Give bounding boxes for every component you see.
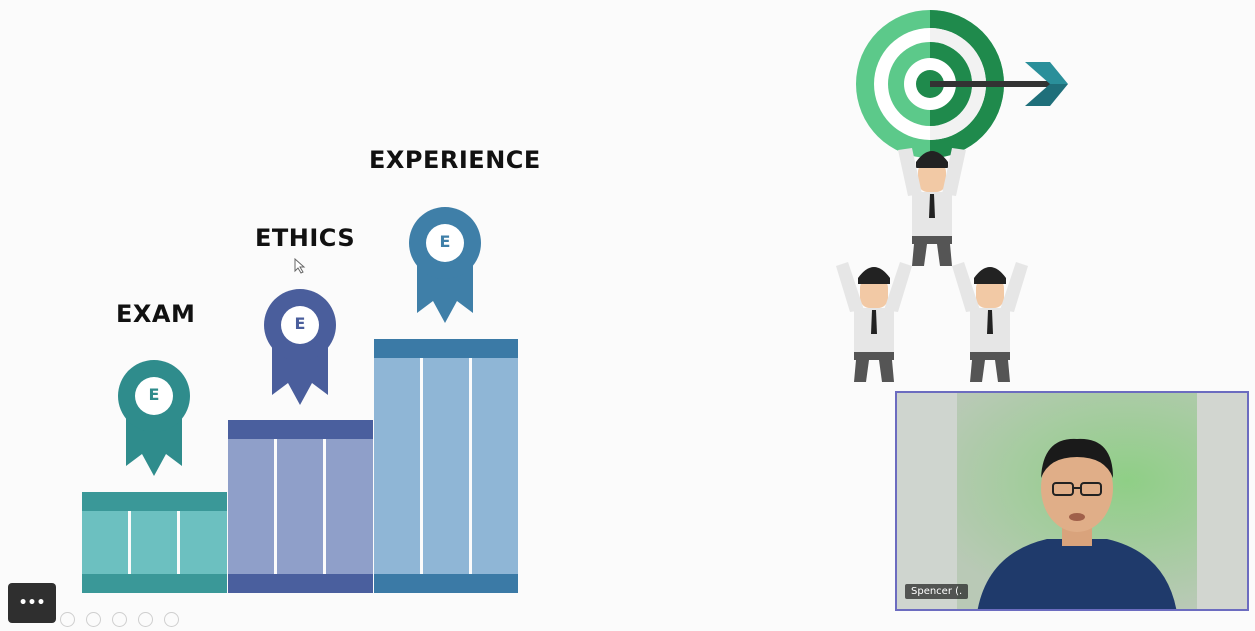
step-label-ethics: ETHICS — [255, 224, 356, 252]
ethics-badge-icon: E — [262, 287, 338, 407]
copy-icon[interactable] — [86, 612, 101, 627]
grid-icon[interactable] — [138, 612, 153, 627]
exam-badge-letter: E — [148, 385, 160, 404]
ethics-step-block — [228, 420, 373, 593]
experience-badge-letter: E — [439, 232, 451, 251]
exam-step-block — [82, 492, 227, 593]
more-dots-icon[interactable] — [164, 612, 179, 627]
teamwork-people-illustration — [836, 148, 1028, 382]
exam-badge-icon: E — [116, 358, 192, 478]
more-options-button[interactable]: ••• — [8, 583, 56, 623]
ethics-badge-letter: E — [294, 314, 306, 333]
step-label-exam: EXAM — [116, 300, 196, 328]
participant-name-label: Spencer (. — [905, 584, 969, 599]
target-dartboard-icon — [856, 10, 1068, 158]
experience-step-block — [374, 339, 518, 593]
step-label-experience: EXPERIENCE — [369, 146, 541, 174]
experience-badge-icon: E — [407, 205, 483, 325]
participant-video-feed — [897, 393, 1247, 609]
participant-video-tile[interactable] — [895, 391, 1249, 611]
zoom-icon[interactable] — [112, 612, 127, 627]
pen-icon[interactable] — [60, 612, 75, 627]
mouse-cursor-icon — [294, 258, 306, 274]
